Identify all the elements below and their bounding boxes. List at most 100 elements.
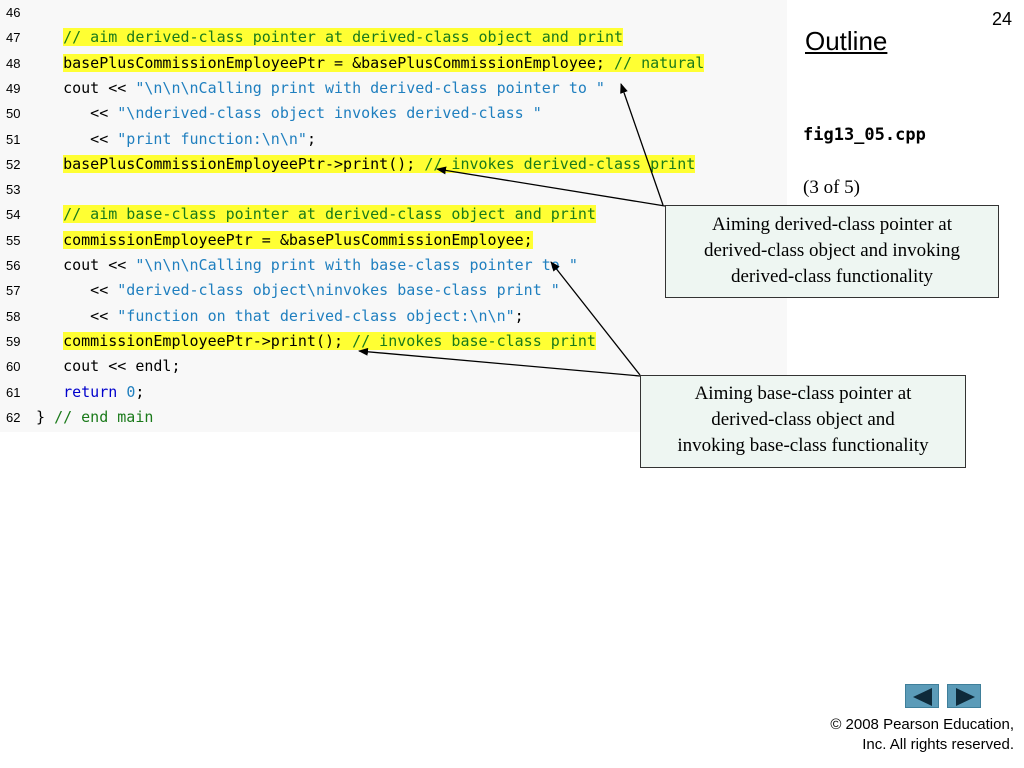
- code-token: [117, 383, 126, 401]
- code-text: cout << "\n\n\nCalling print with base-c…: [36, 253, 578, 278]
- code-text: // aim base-class pointer at derived-cla…: [36, 202, 596, 227]
- code-token: cout << endl;: [36, 357, 181, 376]
- code-token: <<: [36, 104, 118, 123]
- code-token: [36, 155, 63, 173]
- line-number: 56: [6, 258, 21, 273]
- line-number: 60: [6, 359, 21, 375]
- line-number: 46: [6, 5, 21, 20]
- code-token: }: [36, 407, 55, 426]
- code-text: commissionEmployeePtr->print(); // invok…: [36, 329, 596, 354]
- line-number: 62: [6, 409, 21, 425]
- code-token: // natural: [613, 53, 705, 72]
- code-line: 52 basePlusCommissionEmployeePtr->print(…: [0, 152, 787, 177]
- code-text: // aim derived-class pointer at derived-…: [36, 25, 624, 50]
- code-token: // end main: [54, 407, 154, 426]
- code-token: [36, 54, 63, 72]
- code-text: cout << "\n\n\nCalling print with derive…: [36, 76, 605, 101]
- code-text: << "derived-class object\ninvokes base-c…: [36, 278, 560, 303]
- code-text: return 0;: [36, 380, 144, 405]
- code-token: [36, 332, 63, 350]
- code-line: 51 << "print function:\n\n";: [0, 127, 787, 152]
- code-line: 60 cout << endl;: [0, 354, 787, 379]
- code-token: basePlusCommissionEmployeePtr->print();: [63, 154, 425, 173]
- callout-derived-pointer: Aiming derived-class pointer at derived-…: [665, 205, 999, 298]
- code-text: basePlusCommissionEmployeePtr = &basePlu…: [36, 51, 705, 76]
- code-line: 54 // aim base-class pointer at derived-…: [0, 202, 787, 227]
- code-token: "\n\n\nCalling print with derived-class …: [135, 78, 605, 97]
- code-token: 0: [126, 382, 136, 401]
- code-token: "\n\n\nCalling print with base-class poi…: [135, 256, 578, 274]
- code-token: <<: [36, 281, 118, 300]
- code-line: 55 commissionEmployeePtr = &basePlusComm…: [0, 228, 787, 253]
- code-token: "derived-class object\ninvokes base-clas…: [117, 281, 560, 300]
- left-triangle-icon: [913, 688, 932, 706]
- callout-derived-line-3: derived-class functionality: [730, 266, 934, 287]
- code-token: commissionEmployeePtr = &basePlusCommiss…: [63, 230, 533, 249]
- line-number: 53: [6, 182, 21, 198]
- code-line: 47 // aim derived-class pointer at deriv…: [0, 25, 787, 50]
- code-text: << "\nderived-class object invokes deriv…: [36, 101, 542, 126]
- code-text: commissionEmployeePtr = &basePlusCommiss…: [36, 228, 533, 253]
- page-number: 24: [992, 9, 1013, 29]
- line-number: 58: [6, 308, 21, 324]
- code-token: "function on that derived-class object:\…: [117, 306, 515, 325]
- code-line: 59 commissionEmployeePtr->print(); // in…: [0, 329, 787, 354]
- code-token: "print function:\n\n": [117, 129, 307, 148]
- line-number: 54: [6, 207, 21, 223]
- code-line: 57 << "derived-class object\ninvokes bas…: [0, 278, 787, 303]
- code-text: } // end main: [36, 405, 153, 430]
- code-token: // aim base-class pointer at derived-cla…: [63, 205, 596, 224]
- callout-base-pointer: Aiming base-class pointer at derived-cla…: [640, 375, 966, 468]
- code-token: return: [63, 382, 118, 401]
- code-token: <<: [36, 306, 118, 325]
- code-line: 49 cout << "\n\n\nCalling print with der…: [0, 76, 787, 101]
- code-token: <<: [36, 129, 118, 148]
- callout-base-line-3: invoking base-class functionality: [677, 435, 929, 456]
- code-token: [36, 383, 63, 401]
- code-line: 50 << "\nderived-class object invokes de…: [0, 101, 787, 126]
- code-token: ;: [514, 306, 524, 325]
- line-number: 50: [6, 106, 21, 122]
- code-token: [36, 231, 63, 249]
- code-token: "\nderived-class object invokes derived-…: [117, 104, 542, 123]
- previous-slide-button[interactable]: [905, 684, 939, 708]
- code-line: 48 basePlusCommissionEmployeePtr = &base…: [0, 51, 787, 76]
- code-token: // aim derived-class pointer at derived-…: [63, 28, 624, 47]
- code-token: [36, 28, 63, 46]
- code-text: << "print function:\n\n";: [36, 127, 316, 152]
- right-triangle-icon: [956, 688, 975, 706]
- code-line: 61 return 0;: [0, 380, 787, 405]
- code-text: cout << endl;: [36, 354, 181, 379]
- code-listing: 46 47 // aim derived-class pointer at der…: [0, 0, 787, 432]
- code-token: // invokes derived-class print: [424, 154, 696, 173]
- callout-base-line-1: Aiming base-class pointer at: [694, 383, 912, 404]
- line-number: 61: [6, 384, 21, 400]
- line-number: 51: [6, 131, 21, 147]
- code-text: << "function on that derived-class objec…: [36, 304, 524, 329]
- code-line: 53: [0, 177, 787, 202]
- line-number: 59: [6, 333, 21, 349]
- callout-base-line-2: derived-class object and: [711, 409, 895, 430]
- line-number: 57: [6, 283, 21, 299]
- file-name: fig13_05.cpp: [803, 125, 926, 145]
- code-token: cout <<: [36, 78, 136, 97]
- code-token: [36, 205, 63, 223]
- next-slide-button[interactable]: [947, 684, 981, 708]
- line-number: 48: [6, 55, 21, 71]
- code-token: commissionEmployeePtr->print();: [63, 331, 353, 350]
- code-token: basePlusCommissionEmployeePtr = &basePlu…: [63, 53, 614, 72]
- line-number: 47: [6, 30, 21, 46]
- code-token: // invokes base-class print: [352, 331, 596, 350]
- line-number: 52: [6, 156, 21, 172]
- callout-derived-line-1: Aiming derived-class pointer at: [711, 214, 953, 235]
- copyright-line-1: © 2008 Pearson Education,: [830, 716, 1014, 733]
- code-line: 58 << "function on that derived-class ob…: [0, 304, 787, 329]
- code-line: 62} // end main: [0, 405, 787, 430]
- copyright-line-2: Inc. All rights reserved.: [862, 736, 1014, 753]
- code-text: basePlusCommissionEmployeePtr->print(); …: [36, 152, 696, 177]
- callout-derived-line-2: derived-class object and invoking: [704, 240, 960, 261]
- code-line: 46: [0, 0, 787, 25]
- code-token: ;: [135, 382, 145, 401]
- outline-title[interactable]: Outline: [805, 26, 888, 56]
- code-token: ;: [306, 129, 316, 148]
